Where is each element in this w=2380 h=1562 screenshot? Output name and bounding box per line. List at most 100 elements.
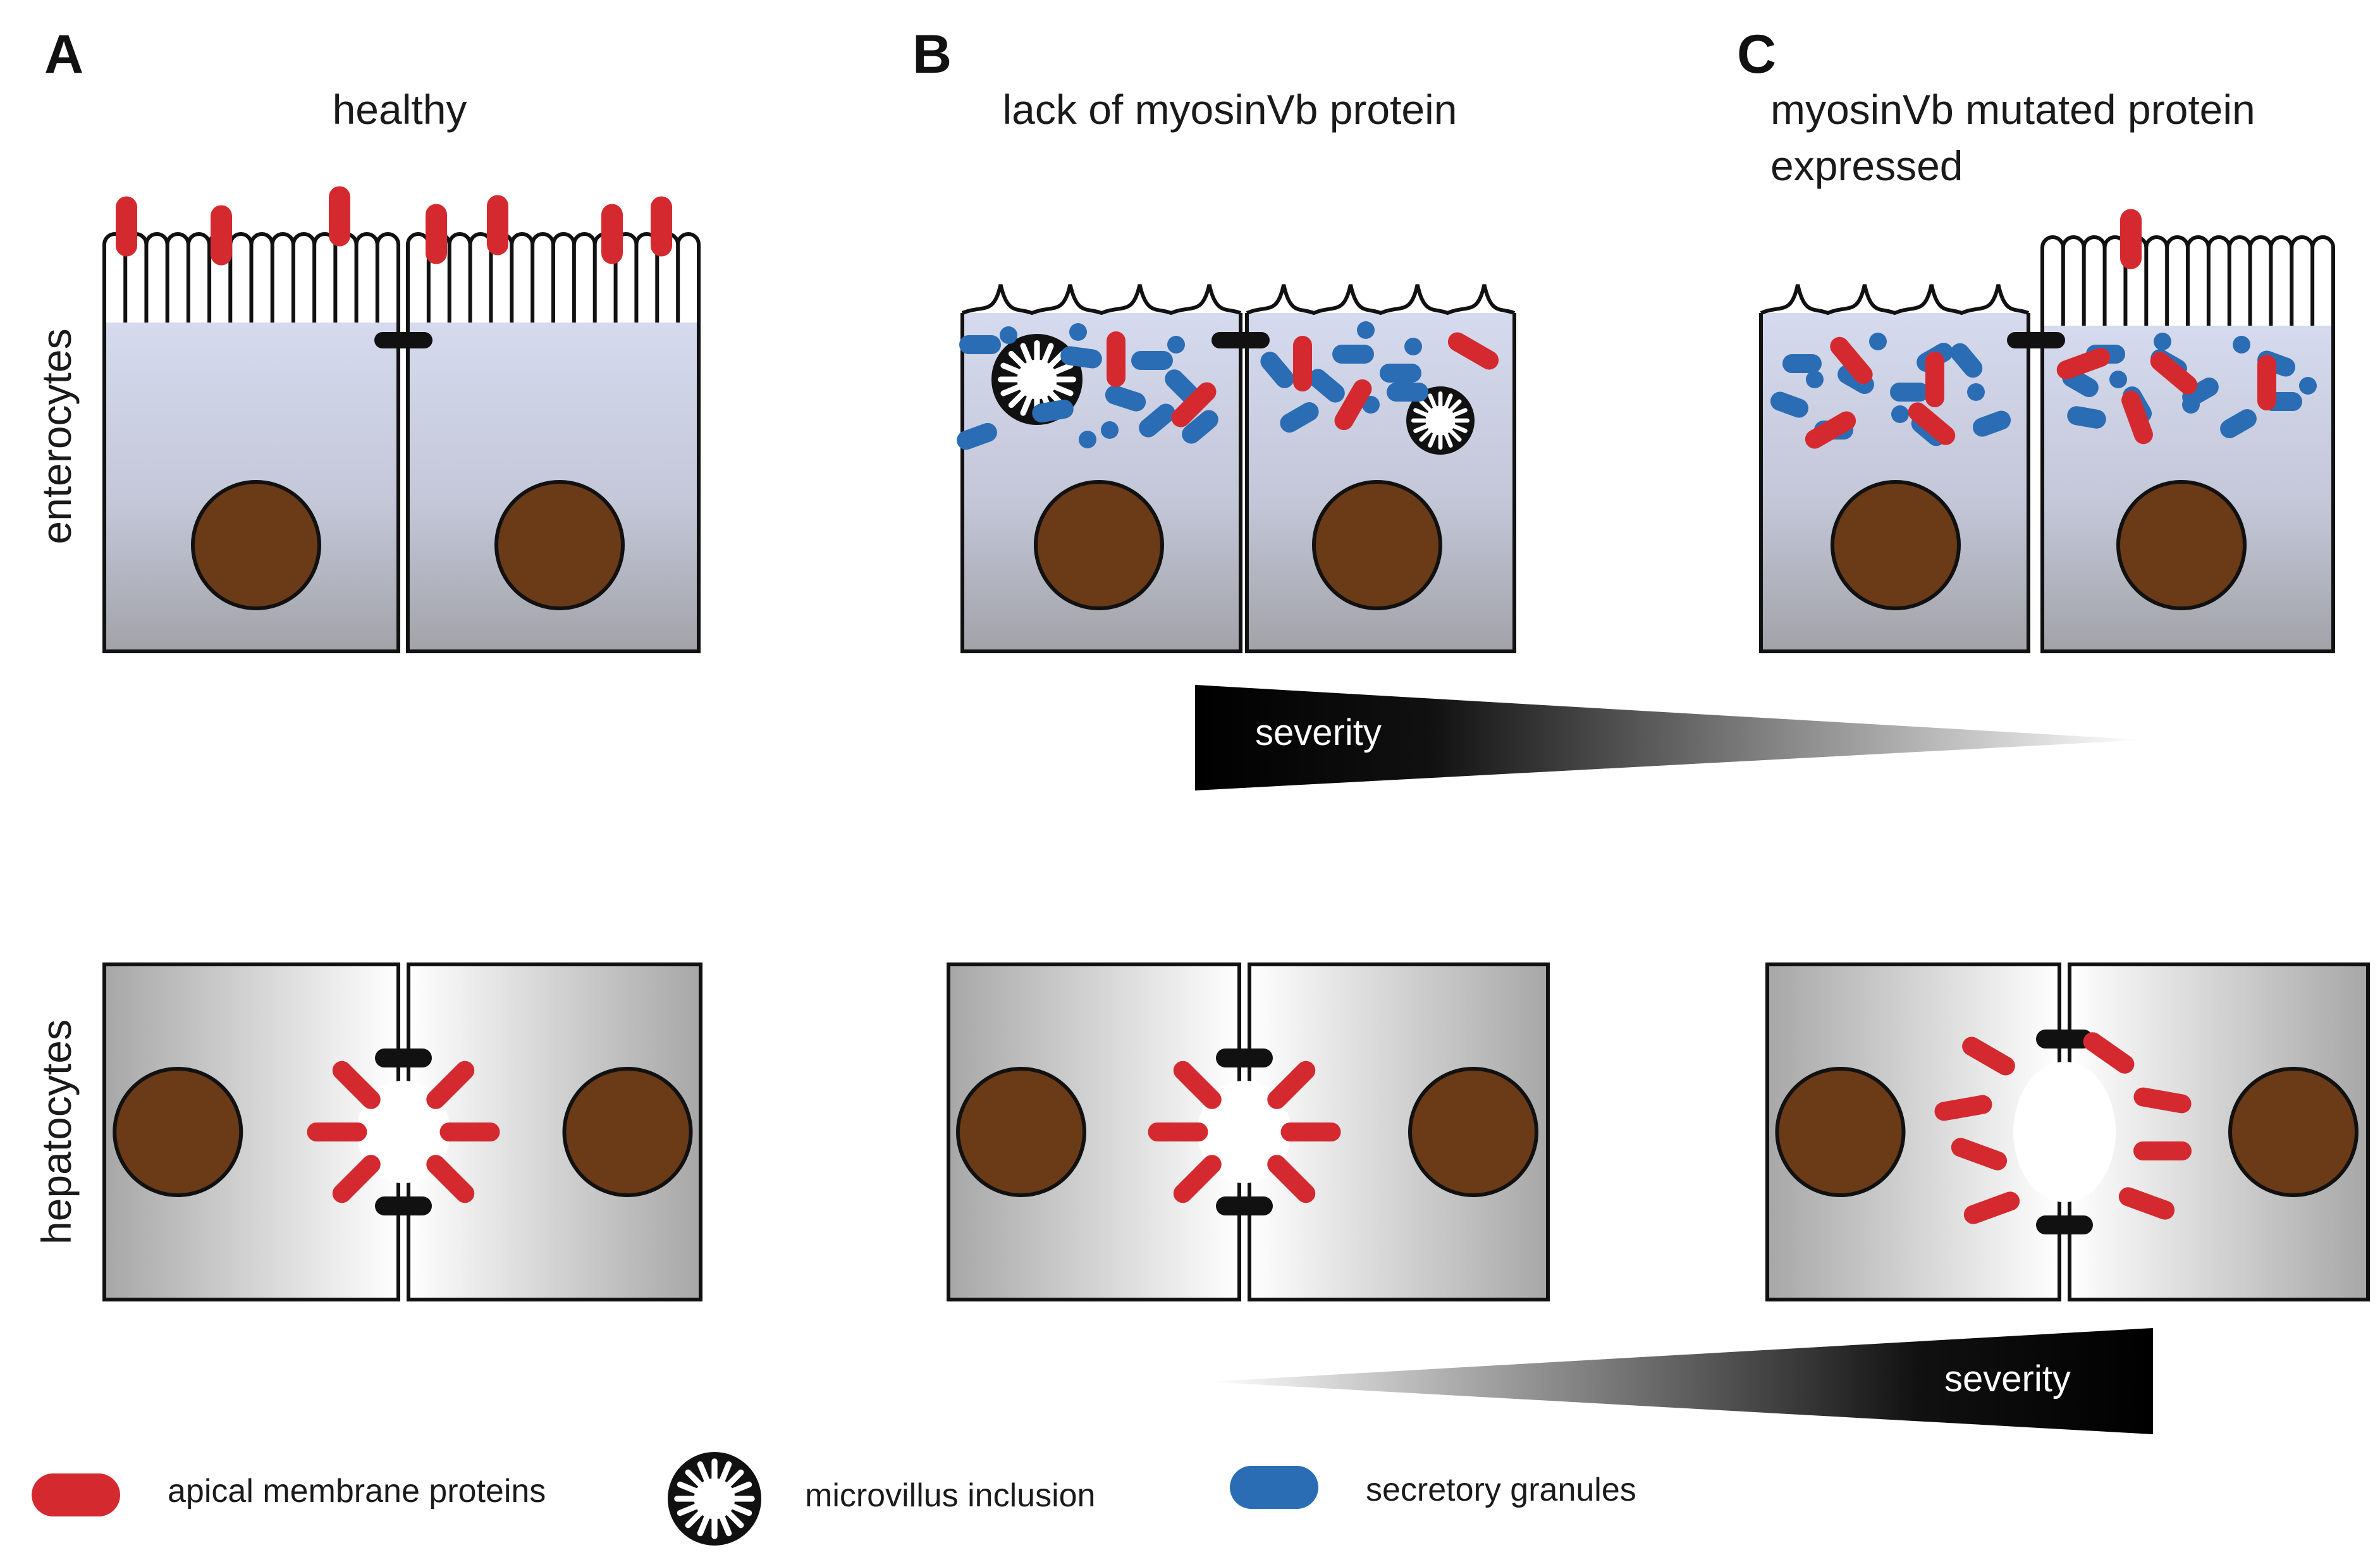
secretory-granule [1167, 336, 1185, 354]
secretory-granule [1782, 354, 1822, 373]
tight-junction [375, 1049, 432, 1067]
secretory-granule [1890, 383, 1929, 402]
microvillus-inclusion [1406, 386, 1475, 455]
secretory-granule [1869, 333, 1887, 350]
apical-protein [651, 196, 672, 257]
legend-granules-label: secretory granules [1366, 1472, 1636, 1508]
legend-apical-label: apical membrane proteins [168, 1473, 546, 1510]
apical-protein [2083, 1032, 2135, 1074]
secretory-granule [1079, 431, 1096, 448]
apical-protein [1280, 1122, 1341, 1141]
tight-junction [2036, 1030, 2093, 1049]
legend-apical-swatch [32, 1473, 120, 1516]
bile-canaliculus-lumen [357, 1081, 450, 1183]
apical-protein [1908, 402, 1956, 445]
hepatocytes-mutated-myosinvb [1765, 962, 2370, 1301]
secretory-granule [1260, 352, 1294, 388]
tight-junction [1216, 1196, 1273, 1215]
secretory-granule [1404, 338, 1422, 355]
panel-c-title: myosinVb mutated protein [1770, 86, 2255, 133]
nucleus [1831, 480, 1961, 610]
secretory-granule [2067, 406, 2106, 429]
apical-protein [2150, 352, 2198, 395]
apical-protein [2121, 390, 2153, 445]
secretory-granule [1972, 410, 2011, 437]
secretory-granule [1891, 405, 1909, 423]
severity-wedge-bottom: severity [1208, 1328, 2153, 1434]
secretory-granule [2299, 377, 2317, 395]
apical-protein [1925, 352, 1944, 407]
tight-junction [2036, 1215, 2093, 1234]
hepatocyte-pair [947, 962, 1550, 1301]
secretory-granule [959, 335, 1001, 354]
panel-letter-a: A [44, 24, 83, 85]
apical-protein [1293, 336, 1312, 391]
secretory-granule [1967, 383, 1985, 401]
tight-junction [1211, 332, 1270, 348]
secretory-granule [1332, 345, 1374, 364]
secretory-granule [1806, 371, 1824, 388]
apical-protein [1934, 1095, 1992, 1121]
apical-protein [426, 1155, 475, 1203]
nucleus [1312, 480, 1442, 610]
legend-inclusion-swatch [668, 1452, 761, 1546]
apical-protein [601, 204, 623, 264]
apical-protein [439, 1122, 500, 1141]
bile-canaliculus-lumen [1198, 1081, 1291, 1183]
apical-protein [1267, 1061, 1316, 1109]
panel-letter-b: B [912, 24, 952, 85]
tight-junction [2007, 332, 2065, 348]
secretory-granule [1000, 326, 1017, 344]
severity-gradient-bottom [1208, 1328, 2153, 1434]
nucleus [494, 480, 625, 610]
apical-protein [1805, 411, 1856, 449]
secretory-granule [2154, 333, 2171, 350]
secretory-granule [1101, 421, 1119, 439]
secretory-granule [2109, 371, 2127, 388]
severity-label-top: severity [1255, 712, 1382, 753]
nucleus [2228, 1067, 2359, 1197]
apical-protein [1107, 331, 1126, 387]
hepatocytes-lack-of-myosinvb [947, 962, 1550, 1301]
microvilli [2040, 235, 2335, 326]
apical-protein [332, 1061, 381, 1109]
apical-protein [211, 205, 232, 266]
nucleus [562, 1067, 693, 1197]
secretory-granule [1380, 364, 1421, 383]
secretory-granule [1950, 343, 1983, 378]
row-label-hepatocytes: hepatocytes [33, 1019, 80, 1245]
apical-protein [116, 196, 137, 257]
secretory-granule [1357, 321, 1375, 339]
nucleus [2116, 480, 2247, 610]
nucleus [1034, 480, 1164, 610]
apical-protein [1173, 1061, 1222, 1109]
apical-membrane [1760, 284, 2030, 316]
apical-protein [2133, 1087, 2192, 1114]
apical-protein [426, 1061, 475, 1109]
secretory-granule [1280, 402, 1319, 433]
panel-b-title: lack of myosinVb protein [1002, 86, 1457, 133]
panel-letter-c: C [1737, 24, 1776, 85]
nucleus [956, 1067, 1086, 1197]
enterocytes-mutated-myosinvb [1759, 209, 2335, 653]
apical-protein [1447, 332, 1499, 370]
secretory-granule [2220, 409, 2257, 438]
tight-junction [1216, 1049, 1273, 1067]
hepatocytes-healthy [102, 962, 702, 1301]
secretory-granule [1131, 351, 1173, 370]
nucleus [113, 1067, 243, 1197]
bile-canaliculus-lumen [2013, 1062, 2116, 1202]
severity-label-bottom: severity [1944, 1358, 2071, 1399]
legend-granules-swatch [1230, 1466, 1318, 1509]
secretory-granule [1105, 385, 1146, 412]
apical-protein [487, 195, 508, 255]
severity-wedge-top: severity [1195, 685, 2144, 790]
apical-protein [1963, 1191, 2020, 1224]
secretory-granule [1182, 410, 1218, 444]
secretory-granule [1139, 403, 1175, 438]
microvilli [102, 232, 400, 323]
tight-junction [375, 1196, 432, 1215]
apical-protein [1334, 379, 1372, 431]
apical-protein [1173, 1155, 1222, 1203]
apical-protein [1148, 1122, 1208, 1141]
